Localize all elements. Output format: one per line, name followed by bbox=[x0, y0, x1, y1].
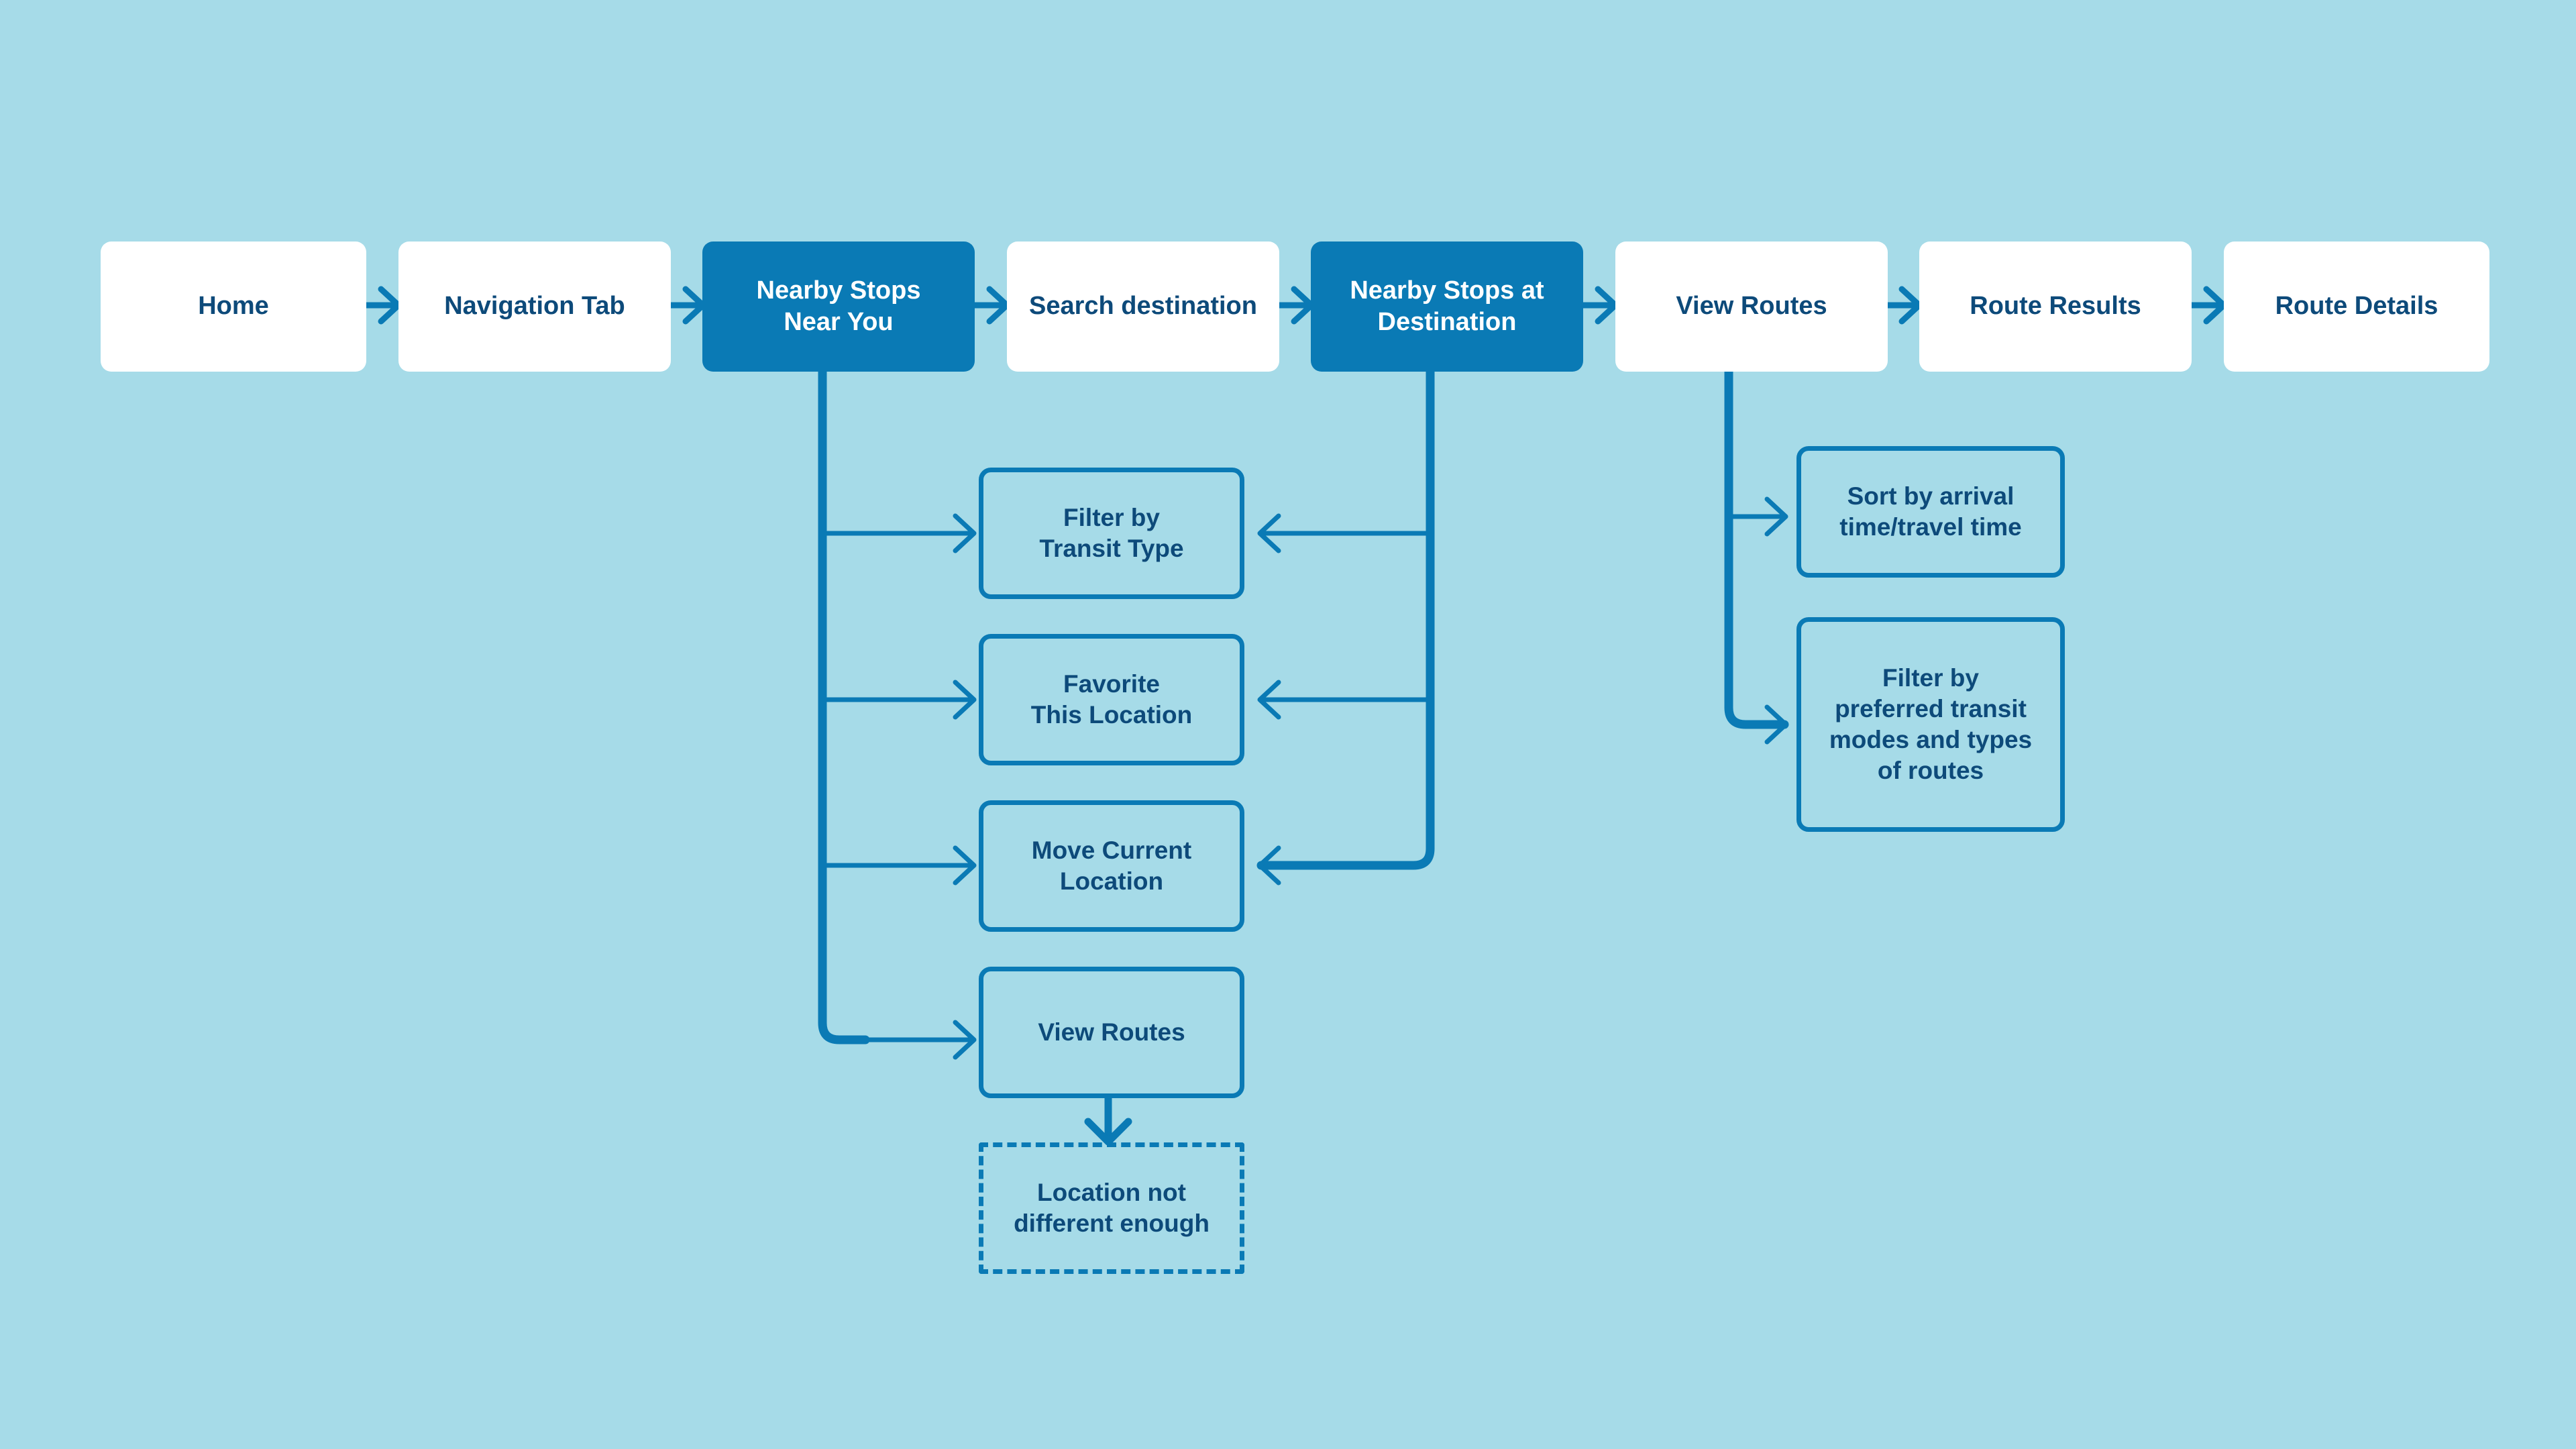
node-route-results[interactable]: Route Results bbox=[1919, 241, 2192, 372]
node-view-routes-action-label: View Routes bbox=[1038, 1018, 1185, 1046]
node-favorite-this-location[interactable]: Favorite This Location bbox=[979, 634, 1244, 765]
node-favorite-this-location-label: Favorite This Location bbox=[1030, 669, 1193, 729]
node-location-not-different-enough[interactable]: Location not different enough bbox=[979, 1142, 1244, 1274]
node-view-routes-label: View Routes bbox=[1676, 292, 1827, 321]
arrow-navigation-tab-to-nearby-stops-near-you bbox=[667, 286, 706, 325]
node-route-results-label: Route Results bbox=[1970, 292, 2141, 321]
branch-near-you-to-favorite-this-location bbox=[820, 680, 977, 720]
node-home-label: Home bbox=[198, 292, 269, 321]
arrow-view-routes-action-to-location-not-different-enough bbox=[1084, 1095, 1132, 1146]
node-nearby-stops-destination[interactable]: Nearby Stops at Destination bbox=[1311, 241, 1583, 372]
node-location-not-different-enough-label: Location not different enough bbox=[1014, 1178, 1210, 1237]
branch-view-routes-to-filter-preferred-modes bbox=[1743, 704, 1788, 745]
node-route-details[interactable]: Route Details bbox=[2224, 241, 2489, 372]
arrow-view-routes-to-route-results bbox=[1884, 286, 1923, 325]
branch-destination-to-filter-by-transit-type bbox=[1257, 513, 1433, 553]
branch-near-you-to-view-routes-action bbox=[837, 1020, 977, 1060]
arrow-nearby-stops-destination-to-view-routes bbox=[1580, 286, 1619, 325]
arrow-route-results-to-route-details bbox=[2188, 286, 2227, 325]
node-navigation-tab[interactable]: Navigation Tab bbox=[398, 241, 671, 372]
node-filter-preferred-modes-label: Filter by preferred transit modes and ty… bbox=[1829, 663, 2033, 785]
arrow-home-to-navigation-tab bbox=[363, 286, 402, 325]
node-search-destination[interactable]: Search destination bbox=[1007, 241, 1279, 372]
trunk-nearby-stops-near-you bbox=[818, 366, 870, 1044]
node-sort-by-arrival-time[interactable]: Sort by arrival time/travel time bbox=[1796, 446, 2065, 578]
node-navigation-tab-label: Navigation Tab bbox=[444, 292, 625, 321]
node-filter-preferred-modes[interactable]: Filter by preferred transit modes and ty… bbox=[1796, 617, 2065, 832]
branch-destination-to-move-current-location bbox=[1257, 845, 1281, 885]
node-nearby-stops-near-you-label: Nearby Stops Near You bbox=[756, 276, 921, 337]
trunk-view-routes bbox=[1724, 366, 1789, 729]
node-move-current-location-label: Move Current Location bbox=[1031, 836, 1192, 895]
node-route-details-label: Route Details bbox=[2275, 292, 2438, 321]
arrow-search-destination-to-nearby-stops-destination bbox=[1276, 286, 1315, 325]
node-view-routes[interactable]: View Routes bbox=[1615, 241, 1888, 372]
branch-destination-to-favorite-this-location bbox=[1257, 680, 1433, 720]
branch-near-you-to-move-current-location bbox=[820, 845, 977, 885]
node-view-routes-action[interactable]: View Routes bbox=[979, 967, 1244, 1098]
node-filter-by-transit-type[interactable]: Filter by Transit Type bbox=[979, 468, 1244, 599]
trunk-nearby-stops-destination bbox=[1256, 366, 1435, 870]
node-search-destination-label: Search destination bbox=[1029, 292, 1257, 321]
arrow-nearby-stops-near-you-to-search-destination bbox=[971, 286, 1010, 325]
branch-view-routes-to-sort-by-arrival-time bbox=[1726, 496, 1788, 537]
node-nearby-stops-near-you[interactable]: Nearby Stops Near You bbox=[702, 241, 975, 372]
node-sort-by-arrival-time-label: Sort by arrival time/travel time bbox=[1839, 482, 2022, 541]
node-filter-by-transit-type-label: Filter by Transit Type bbox=[1039, 503, 1184, 562]
node-move-current-location[interactable]: Move Current Location bbox=[979, 800, 1244, 932]
node-nearby-stops-destination-label: Nearby Stops at Destination bbox=[1350, 276, 1544, 337]
branch-near-you-to-filter-by-transit-type bbox=[820, 513, 977, 553]
node-home[interactable]: Home bbox=[101, 241, 366, 372]
